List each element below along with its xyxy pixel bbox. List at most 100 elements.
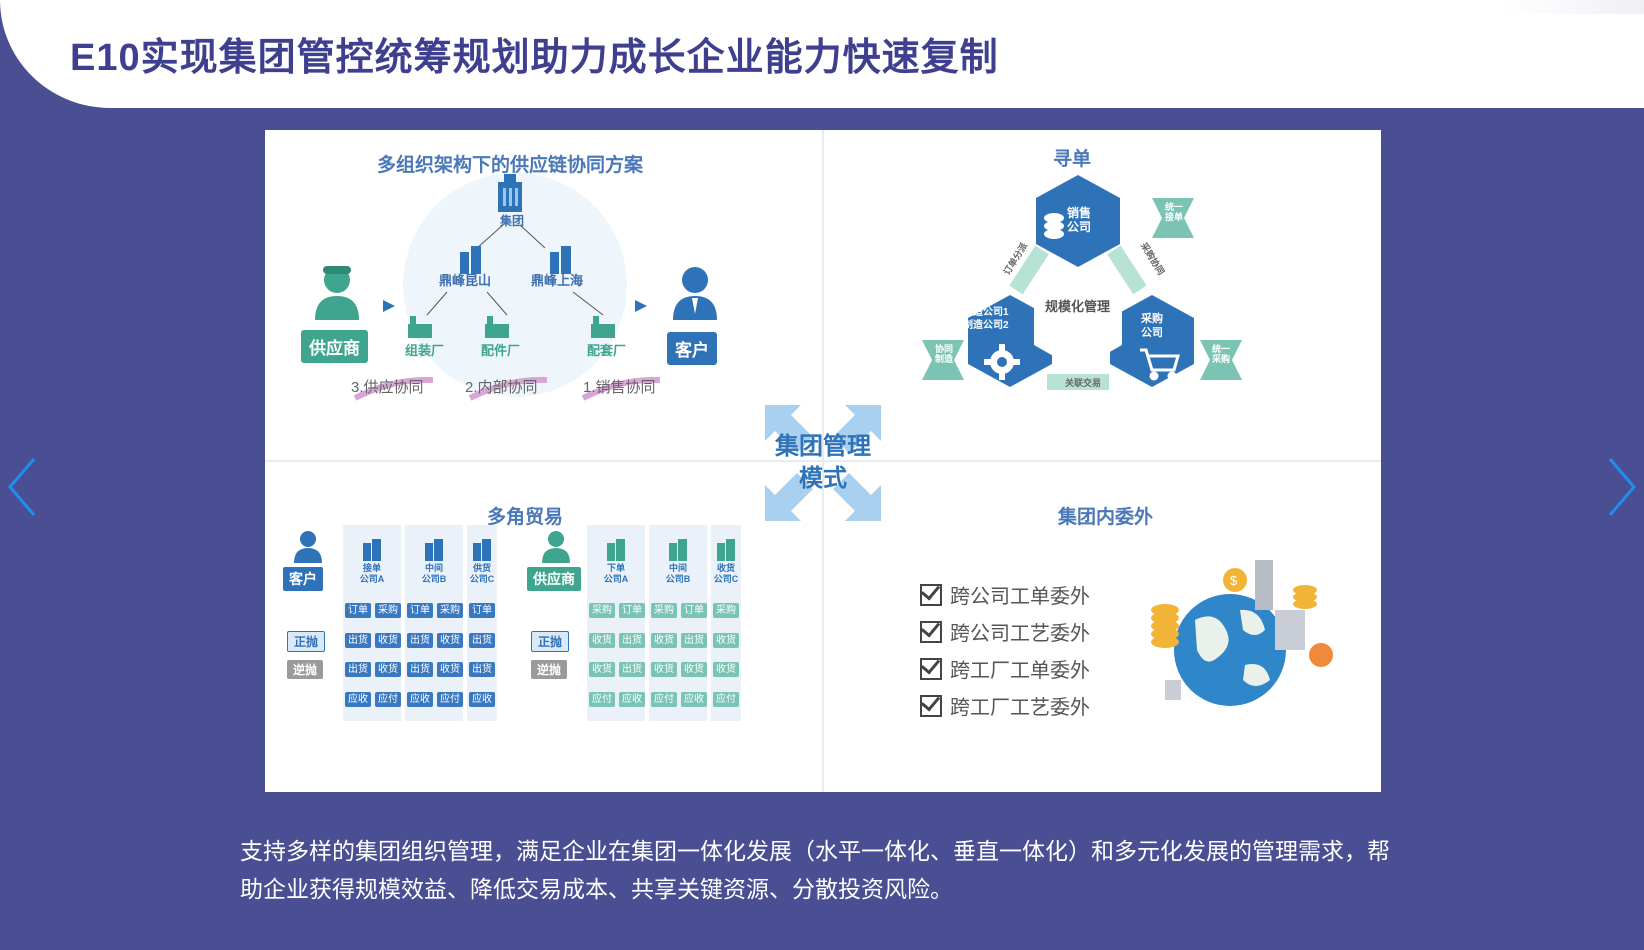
trade-cell: 订单: [407, 603, 433, 618]
company-column-label: 中间 公司B: [665, 563, 691, 584]
trade-cell: 收货: [651, 662, 677, 677]
trade-cell: 出货: [345, 633, 371, 648]
trade-cell: 应收: [345, 692, 371, 707]
checkbox-icon: [920, 621, 942, 643]
trade-cell: 出货: [407, 633, 433, 648]
outsource-item-3: 跨工厂工单委外: [920, 654, 1090, 683]
mfg-company-label: 制造公司1 制造公司2: [963, 307, 1009, 331]
trade-cell: 收货: [681, 662, 707, 677]
trade-cell: 采购: [589, 603, 615, 618]
trade-cell: 采购: [651, 603, 677, 618]
center-label-line1: 集团管理: [775, 433, 871, 460]
q3-title: 多角贸易: [487, 507, 564, 528]
trade-company-column: 接单 公司A: [343, 525, 401, 721]
shanghai-building-icon: [550, 246, 571, 274]
customer-tag: 客户: [283, 567, 323, 591]
trade-company-column: 下单 公司A: [587, 525, 645, 721]
trade-cell: 订单: [681, 603, 707, 618]
purchase-company-label: 采购 公司: [1141, 313, 1163, 339]
header-bar: E10实现集团管控统筹规划助力成长企业能力快速复制: [0, 0, 1644, 108]
trade-cell: 采购: [713, 603, 739, 618]
customer-tag: 客户: [667, 332, 717, 365]
supplier-person-icon: [315, 266, 359, 320]
collab-mfg-label: 协同 制造: [935, 344, 954, 364]
trade-cell: 应付: [437, 692, 463, 707]
coin-stack-icon: [1151, 585, 1317, 648]
coins-icon: [1044, 213, 1064, 239]
supplier-tag: 供应商: [527, 567, 581, 591]
related-trade-label: 关联交易: [1065, 378, 1102, 388]
outsource-item-4: 跨工厂工艺委外: [920, 691, 1090, 720]
outsource-item-label: 跨工厂工艺委外: [950, 697, 1090, 719]
trade-cell: 收货: [437, 633, 463, 648]
trade-cell: 收货: [375, 662, 401, 677]
trade-cell: 收货: [713, 662, 739, 677]
cart-icon: [1140, 348, 1180, 381]
factory-assembly-icon: [408, 316, 432, 338]
header-decoration: [1504, 0, 1644, 14]
gear-icon: [984, 344, 1020, 380]
prev-slide-arrow-icon[interactable]: [4, 455, 40, 519]
globe-icon: [1174, 594, 1286, 706]
building-icon: [1255, 560, 1273, 610]
trade-cell: 应付: [713, 692, 739, 707]
checkbox-icon: [920, 658, 942, 680]
step-sales: 1.销售协同: [583, 379, 656, 396]
factory-parts-icon: [485, 316, 509, 338]
trade-cell: 出货: [469, 662, 495, 677]
trade-cell: 应收: [407, 692, 433, 707]
scale-management-label: 规模化管理: [1045, 299, 1111, 314]
trade-cell: 收货: [589, 662, 615, 677]
supplier-tag: 供应商: [301, 330, 368, 363]
company-building-icon: [363, 539, 381, 561]
factory-support-icon: [591, 316, 615, 338]
company-building-icon: [717, 539, 735, 561]
q2-title: 寻单: [1053, 149, 1092, 170]
four-way-arrows-icon: [765, 405, 881, 521]
step-supply: 3.供应协同: [351, 379, 424, 396]
factory-parts-label: 配件厂: [481, 343, 521, 358]
sales-company-label: 销售 公司: [1067, 206, 1092, 234]
trade-company-column: 中间 公司B: [649, 525, 707, 721]
company-column-label: 下单 公司A: [603, 563, 629, 584]
trade-company-column: 供货 公司C: [467, 525, 497, 721]
trade-cell: 应收: [469, 692, 495, 707]
trade-cell: 采购: [375, 603, 401, 618]
next-slide-arrow-icon[interactable]: [1604, 455, 1640, 519]
trade-cell: 出货: [681, 633, 707, 648]
trade-cell: 出货: [469, 633, 495, 648]
sales-hex: [1036, 175, 1120, 267]
outsource-item-2: 跨公司工艺委外: [920, 617, 1090, 646]
checkbox-icon: [920, 695, 942, 717]
step-internal: 2.内部协同: [465, 379, 538, 396]
q1-title: 多组织架构下的供应链协同方案: [377, 155, 644, 176]
trade-cell: 收货: [589, 633, 615, 648]
diagram-panel: 多组织架构下的供应链协同方案: [265, 130, 1381, 792]
balloon-icon: [1309, 643, 1333, 667]
reverse-flow-label: 逆抛: [531, 660, 568, 679]
kunshan-label: 鼎峰昆山: [439, 273, 492, 288]
q2-hex-diagram: [922, 175, 1242, 390]
company-building-icon: [607, 539, 625, 561]
trade-cell: 订单: [469, 603, 495, 618]
group-label: 集团: [500, 214, 525, 228]
shanghai-label: 鼎峰上海: [531, 273, 584, 288]
group-management-mode: 集团管理模式: [765, 405, 881, 521]
unified-order-label: 统一 接单: [1165, 202, 1184, 222]
q1-diagram: [315, 173, 717, 401]
company-building-icon: [425, 539, 443, 561]
trade-cell: 采购: [437, 603, 463, 618]
trade-cell: 出货: [407, 662, 433, 677]
kunshan-building-icon: [460, 246, 481, 274]
trade-cell: 收货: [713, 633, 739, 648]
trade-cell: 收货: [375, 633, 401, 648]
trade-cell: 应付: [651, 692, 677, 707]
person-icon: [542, 531, 570, 563]
reverse-flow-label: 逆抛: [287, 660, 324, 679]
trade-cell: 出货: [345, 662, 371, 677]
trade-cell: 出货: [619, 662, 645, 677]
company-building-icon: [669, 539, 687, 561]
person-icon: [294, 531, 322, 563]
trade-cell: 应付: [589, 692, 615, 707]
